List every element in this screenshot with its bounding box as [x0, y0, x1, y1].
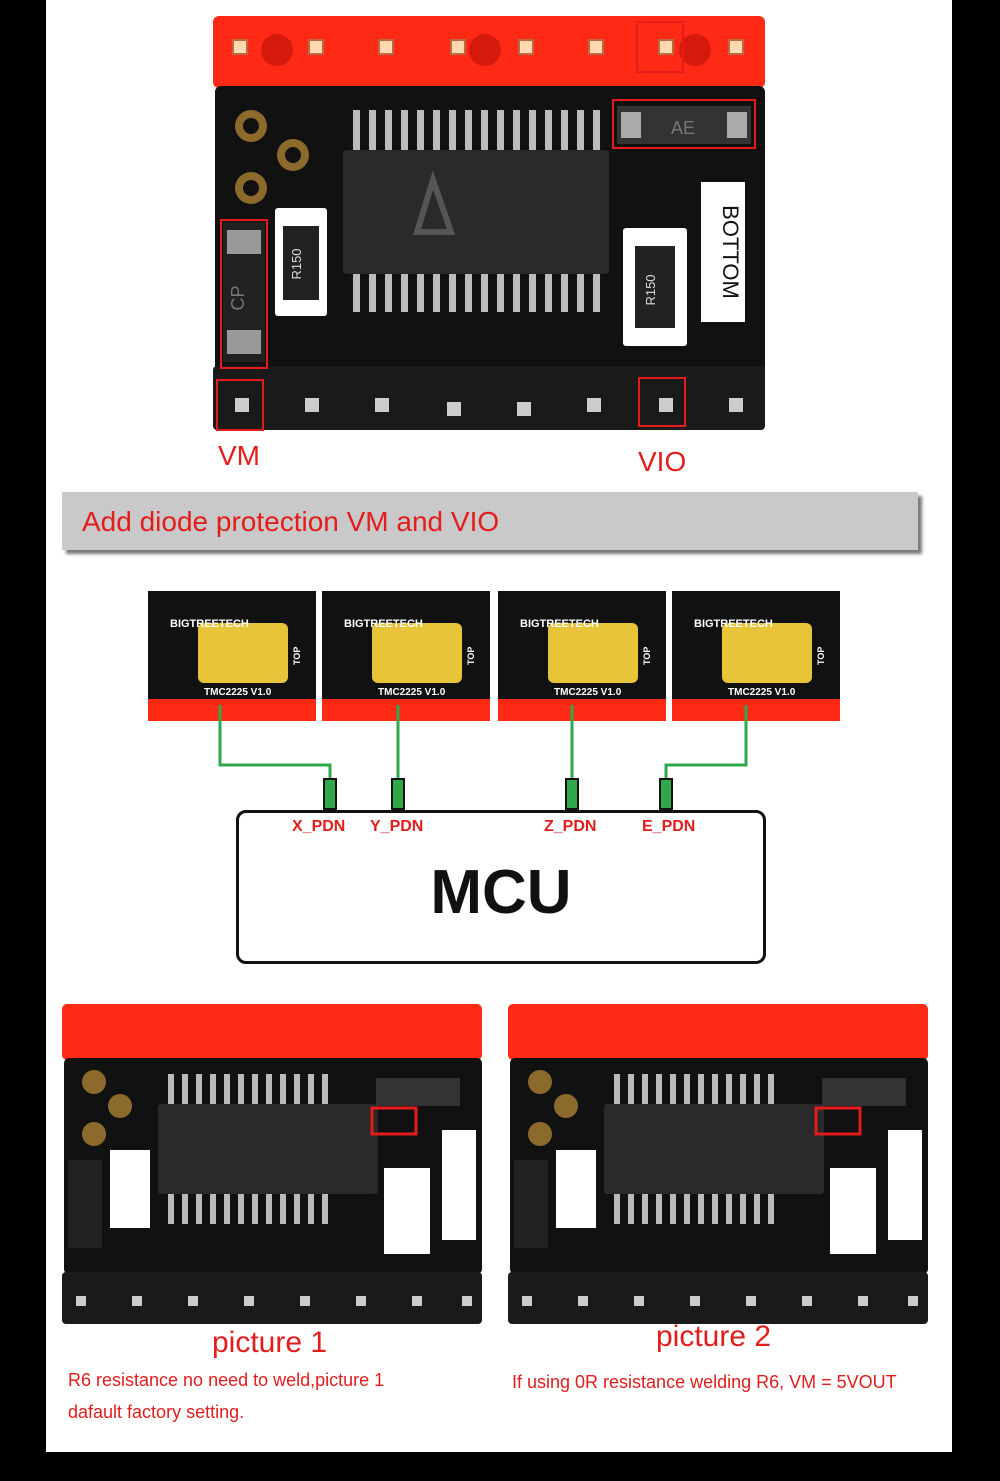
svg-text:TMC2225 V1.0: TMC2225 V1.0 — [728, 687, 796, 698]
picture-2-caption: If using 0R resistance welding R6, VM = … — [512, 1372, 897, 1392]
picture-1-caption-line2: dafault factory setting. — [68, 1402, 245, 1422]
svg-text:TOP: TOP — [466, 647, 476, 665]
banner-text: Add diode protection VM and VIO — [82, 506, 500, 537]
vio-label: VIO — [638, 446, 687, 477]
highlight-diode-cp — [220, 219, 268, 369]
pin-label-z: Z_PDN — [544, 818, 597, 835]
mcu-label: MCU — [430, 858, 572, 927]
svg-text:AE: AE — [671, 118, 695, 138]
picture-1-caption-line1: R6 resistance no need to weld,picture 1 — [68, 1370, 385, 1390]
mcu-block: MCU — [236, 810, 766, 964]
driver-board-1 — [148, 591, 316, 721]
svg-text:BIGTREETECH: BIGTREETECH — [344, 618, 423, 630]
driver-board-top-photo: R150 R150 CP AE BOTTOM — [213, 16, 765, 431]
highlight-r6 — [814, 1106, 862, 1136]
driver-board-2 — [322, 591, 490, 721]
pin-label-x: X_PDN — [292, 818, 346, 835]
svg-text:TMC2225 V1.0: TMC2225 V1.0 — [378, 687, 446, 698]
driver-board-picture-2 — [508, 1004, 928, 1324]
highlight-diode-ae — [612, 99, 756, 149]
driver-board-4 — [672, 591, 840, 721]
wire-e — [664, 705, 748, 781]
svg-text:CP: CP — [228, 285, 248, 310]
highlight-vm-pin — [216, 379, 264, 431]
driver-chip — [343, 150, 609, 274]
picture-2-title: picture 2 — [656, 1320, 772, 1353]
driver-board-picture-1 — [62, 1004, 482, 1324]
vm-label: VM — [218, 440, 260, 471]
highlight-vio-pin — [638, 377, 686, 427]
svg-text:TOP: TOP — [292, 647, 302, 665]
svg-text:BIGTREETECH: BIGTREETECH — [520, 618, 599, 630]
svg-text:R150: R150 — [643, 274, 658, 305]
svg-text:BOTTOM: BOTTOM — [718, 205, 743, 299]
svg-text:TOP: TOP — [642, 647, 652, 665]
pin-label-e: E_PDN — [642, 818, 696, 835]
svg-text:BIGTREETECH: BIGTREETECH — [694, 618, 773, 630]
highlight-r6 — [370, 1106, 418, 1136]
driver-board-3 — [498, 591, 666, 721]
wiring-diagram: BIGTREETECH TMC2225 V1.0 BIGTREETECH TMC… — [148, 591, 840, 810]
svg-text:R150: R150 — [289, 248, 304, 279]
highlight-header-pin — [636, 21, 684, 73]
wire-x — [218, 705, 332, 781]
svg-text:BIGTREETECH: BIGTREETECH — [170, 618, 249, 630]
svg-text:TMC2225 V1.0: TMC2225 V1.0 — [204, 687, 272, 698]
picture-1-title: picture 1 — [212, 1326, 328, 1359]
svg-text:TMC2225 V1.0: TMC2225 V1.0 — [554, 687, 622, 698]
svg-text:TOP: TOP — [816, 647, 826, 665]
pin-label-y: Y_PDN — [370, 818, 424, 835]
banner: Add diode protection VM and VIO — [62, 492, 918, 550]
